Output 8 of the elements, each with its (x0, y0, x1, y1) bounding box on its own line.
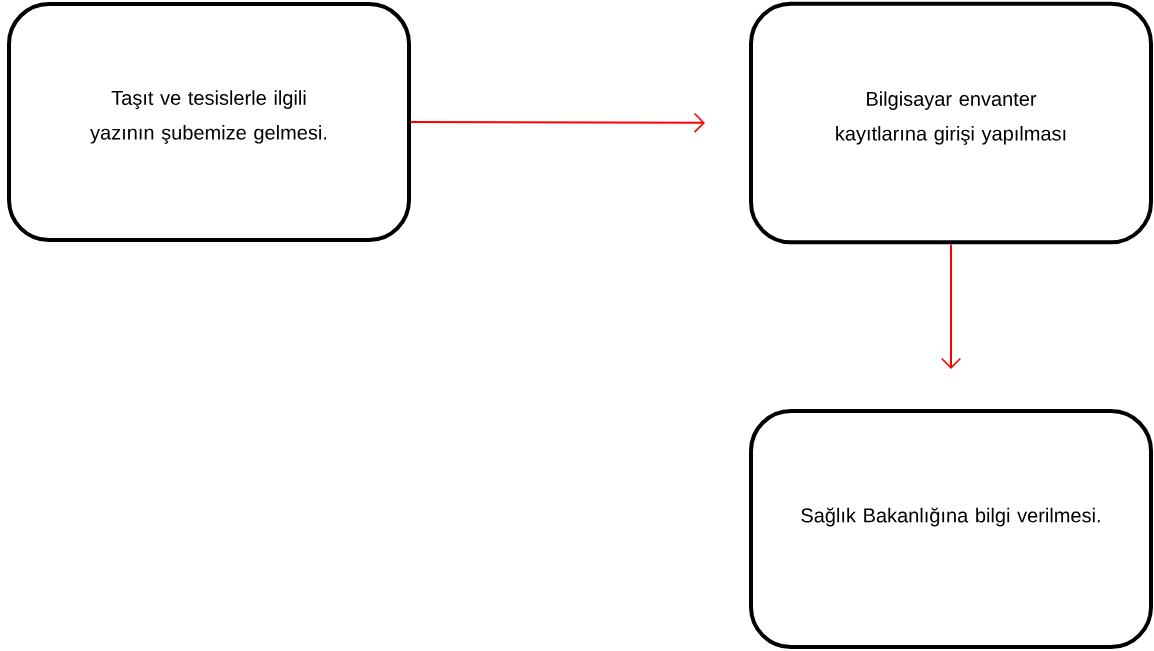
box-text: Sağlık Bakanlığına bilgi verilmesi. (801, 507, 1100, 527)
process-box (749, 409, 1153, 649)
process-box (7, 2, 411, 242)
box-text: Bilgisayar envanter kayıtlarına girişi yapılması (836, 91, 1066, 145)
arrow (410, 112, 705, 133)
process-box (749, 1, 1153, 245)
arrow (940, 243, 962, 369)
box-text: Taşıt ve tesislerle ilgili yazının şubemize gelmesi. (90, 90, 327, 144)
